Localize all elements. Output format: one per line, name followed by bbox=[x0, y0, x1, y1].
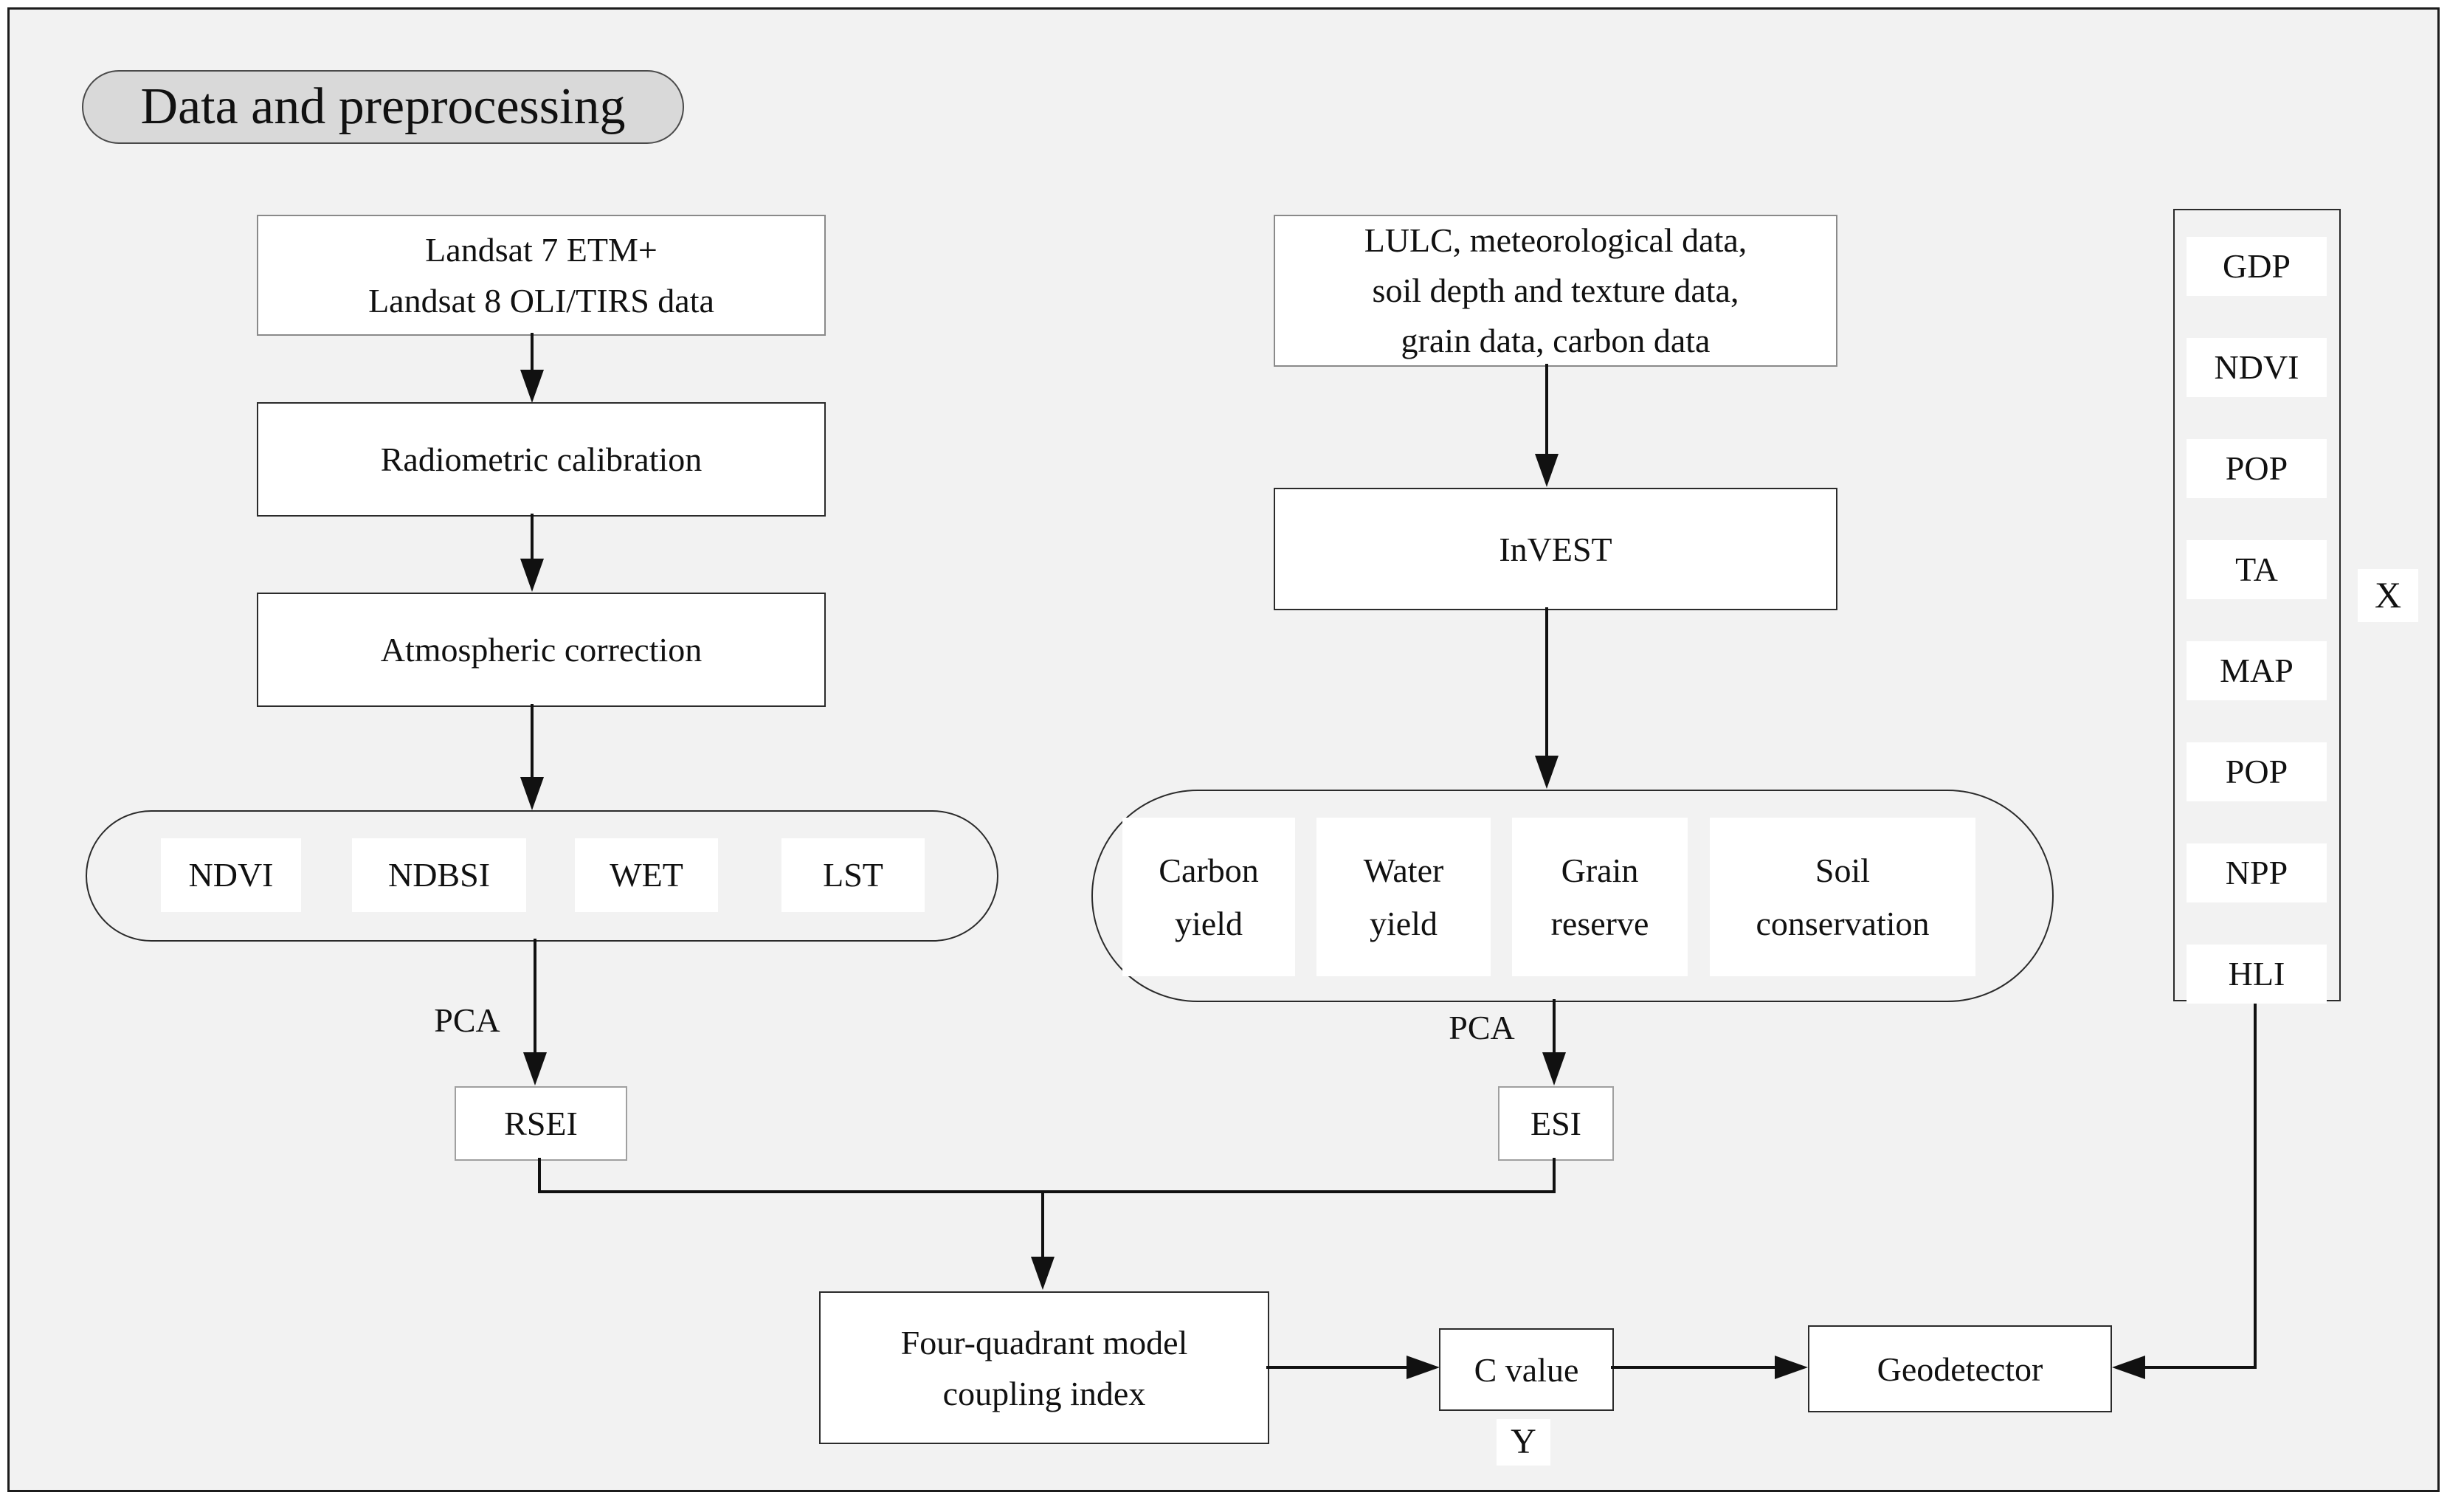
service-soil-conservation: Soil conservation bbox=[1710, 818, 1975, 976]
gdp-label: GDP bbox=[2222, 247, 2291, 286]
flow-line bbox=[531, 704, 534, 778]
flow-line bbox=[1545, 364, 1548, 455]
landsat-source-box: Landsat 7 ETM+ Landsat 8 OLI/TIRS data bbox=[257, 215, 826, 336]
atmospheric-label: Atmospheric correction bbox=[380, 631, 703, 669]
pca-left-text: PCA bbox=[434, 1001, 500, 1039]
arrow-down-icon bbox=[520, 559, 544, 592]
carbon-line2: yield bbox=[1175, 904, 1243, 942]
factor-pop-1: POP bbox=[2187, 439, 2327, 498]
ndvi-factor-label: NDVI bbox=[2214, 348, 2299, 387]
x-axis-label: X bbox=[2374, 574, 2402, 616]
flow-line bbox=[531, 333, 534, 371]
rsei-label: RSEI bbox=[504, 1105, 578, 1142]
factor-ta: TA bbox=[2187, 540, 2327, 599]
lulc-line2: soil depth and texture data, bbox=[1372, 271, 1739, 309]
pca-label-middle: PCA bbox=[1415, 1004, 1548, 1050]
landsat-line1: Landsat 7 ETM+ bbox=[425, 231, 658, 269]
arrow-right-icon bbox=[1775, 1356, 1808, 1379]
lulc-line3: grain data, carbon data bbox=[1401, 322, 1711, 360]
arrow-left-icon bbox=[2112, 1356, 2145, 1379]
flow-line bbox=[1266, 1366, 1408, 1369]
title-pill: Data and preprocessing bbox=[82, 70, 684, 144]
invest-box: InVEST bbox=[1274, 488, 1837, 610]
factor-pop-2: POP bbox=[2187, 742, 2327, 801]
radiometric-label: Radiometric calibration bbox=[380, 441, 703, 478]
y-axis-label: Y bbox=[1511, 1422, 1536, 1462]
esi-label: ESI bbox=[1530, 1105, 1581, 1142]
ta-label: TA bbox=[2235, 550, 2278, 589]
hli-label: HLI bbox=[2228, 955, 2285, 993]
factor-map: MAP bbox=[2187, 641, 2327, 700]
arrow-down-icon bbox=[1031, 1257, 1055, 1290]
factor-hli: HLI bbox=[2187, 945, 2327, 1004]
flow-line bbox=[531, 514, 534, 560]
arrow-down-icon bbox=[1542, 1052, 1566, 1085]
page-title: Data and preprocessing bbox=[140, 78, 626, 135]
lulc-source-box: LULC, meteorological data, soil depth an… bbox=[1274, 215, 1837, 367]
arrow-down-icon bbox=[523, 1052, 547, 1085]
connector-line bbox=[538, 1190, 1556, 1193]
flow-line bbox=[534, 939, 536, 1054]
map-label: MAP bbox=[2220, 652, 2294, 690]
factor-npp: NPP bbox=[2187, 843, 2327, 902]
landsat-line2: Landsat 8 OLI/TIRS data bbox=[368, 282, 714, 320]
coupling-line2: coupling index bbox=[942, 1374, 1146, 1412]
ndbsi-label: NDBSI bbox=[387, 856, 491, 894]
y-axis-chip: Y bbox=[1497, 1419, 1550, 1466]
four-quadrant-box: Four-quadrant model coupling index bbox=[819, 1291, 1269, 1444]
figure-frame: Data and preprocessing Landsat 7 ETM+ La… bbox=[7, 7, 2440, 1492]
invest-label: InVEST bbox=[1499, 530, 1612, 568]
soil-line2: conservation bbox=[1756, 904, 1930, 942]
ecosystem-services-stadium bbox=[1091, 790, 2054, 1002]
geodetector-label: Geodetector bbox=[1877, 1350, 2043, 1388]
service-carbon-yield: Carbon yield bbox=[1122, 818, 1295, 976]
connector-line bbox=[2144, 1366, 2257, 1369]
indicator-wet: WET bbox=[575, 838, 718, 912]
pop2-label: POP bbox=[2225, 753, 2288, 791]
factor-ndvi: NDVI bbox=[2187, 338, 2327, 397]
water-line1: Water bbox=[1363, 852, 1444, 890]
arrow-down-icon bbox=[520, 370, 544, 403]
rsei-box: RSEI bbox=[455, 1086, 627, 1161]
carbon-line1: Carbon bbox=[1159, 852, 1259, 890]
c-value-label: C value bbox=[1474, 1350, 1579, 1389]
flow-line bbox=[1611, 1366, 1776, 1369]
flow-line bbox=[1553, 999, 1556, 1054]
indicator-ndvi: NDVI bbox=[161, 838, 301, 912]
connector-line bbox=[538, 1158, 541, 1193]
ndvi-label: NDVI bbox=[188, 856, 274, 894]
arrow-down-icon bbox=[520, 777, 544, 810]
service-water-yield: Water yield bbox=[1316, 818, 1491, 976]
wet-label: WET bbox=[610, 856, 683, 894]
lst-label: LST bbox=[823, 856, 883, 894]
geodetector-box: Geodetector bbox=[1808, 1325, 2112, 1412]
coupling-line1: Four-quadrant model bbox=[900, 1323, 1188, 1361]
pop1-label: POP bbox=[2225, 449, 2288, 488]
lulc-line1: LULC, meteorological data, bbox=[1364, 221, 1747, 259]
connector-line bbox=[2254, 998, 2257, 1369]
indicator-lst: LST bbox=[781, 838, 925, 912]
atmospheric-correction-box: Atmospheric correction bbox=[257, 593, 826, 707]
soil-line1: Soil bbox=[1815, 852, 1871, 890]
grain-line1: Grain bbox=[1561, 852, 1639, 890]
npp-label: NPP bbox=[2225, 854, 2288, 892]
arrow-down-icon bbox=[1535, 756, 1559, 789]
water-line2: yield bbox=[1370, 904, 1438, 942]
flow-line bbox=[1041, 1190, 1044, 1258]
service-grain-reserve: Grain reserve bbox=[1512, 818, 1688, 976]
arrow-down-icon bbox=[1535, 454, 1559, 487]
grain-line2: reserve bbox=[1550, 904, 1649, 942]
pca-middle-text: PCA bbox=[1449, 1008, 1515, 1046]
x-axis-chip: X bbox=[2358, 569, 2418, 622]
factor-gdp: GDP bbox=[2187, 237, 2327, 296]
flow-line bbox=[1545, 607, 1548, 757]
esi-box: ESI bbox=[1498, 1086, 1614, 1161]
rs-indicators-stadium bbox=[86, 810, 998, 942]
radiometric-calibration-box: Radiometric calibration bbox=[257, 402, 826, 517]
c-value-box: C value bbox=[1439, 1328, 1614, 1411]
pca-label-left: PCA bbox=[401, 997, 534, 1043]
arrow-right-icon bbox=[1407, 1356, 1440, 1379]
indicator-ndbsi: NDBSI bbox=[352, 838, 526, 912]
connector-line bbox=[1553, 1158, 1556, 1193]
